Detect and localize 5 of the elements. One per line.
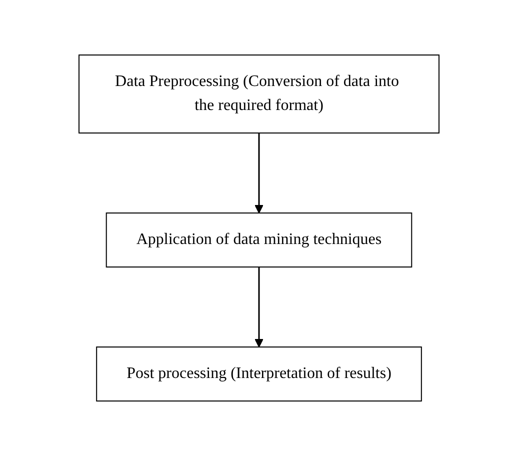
node-box: Application of data mining techniques (106, 212, 412, 268)
arrow (254, 267, 264, 348)
node-box: Data Preprocessing (Conversion of data into the required format) (78, 54, 440, 134)
node-box: Post processing (Interpretation of results) (96, 346, 422, 402)
arrow (254, 133, 264, 214)
